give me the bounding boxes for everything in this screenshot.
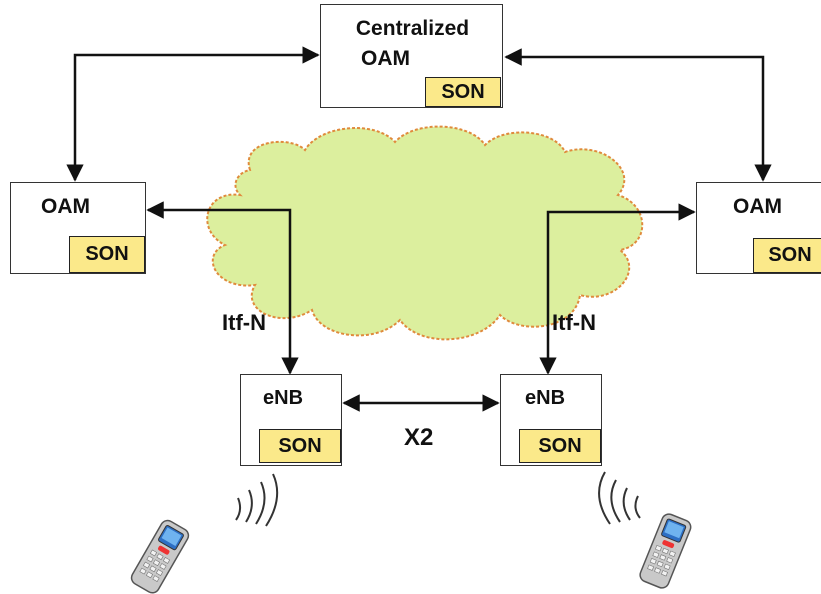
link-itf-n-left — [146, 201, 299, 375]
enb-left-label: eNB — [263, 387, 304, 409]
oam-left-box: OAM SON — [10, 182, 146, 274]
itf-n-left-label: Itf-N — [222, 310, 266, 335]
radio-waves-icon — [235, 473, 279, 527]
oam-right-box: OAM SON — [696, 182, 821, 274]
link-itf-n-right — [539, 203, 696, 375]
oam-right-label: OAM — [733, 195, 782, 218]
centralized-oam-label-line1: Centralized — [355, 17, 470, 40]
centralized-oam-box: Centralized OAM SON — [320, 4, 503, 108]
radio-waves-icon — [598, 471, 641, 525]
mobile-phone-icon — [639, 513, 692, 589]
enb-left-box: eNB SON — [240, 374, 342, 466]
mobile-phone-icon — [130, 519, 190, 594]
cloud-icon — [206, 125, 644, 341]
x2-label: X2 — [404, 424, 434, 451]
itf-n-right-label: Itf-N — [552, 310, 596, 335]
centralized-oam-label-line2: OAM — [361, 47, 410, 70]
son-badge: SON — [69, 236, 145, 273]
link-central-to-oam-right — [504, 48, 772, 182]
son-badge: SON — [753, 238, 821, 273]
oam-left-label: OAM — [41, 195, 90, 218]
enb-right-box: eNB SON — [500, 374, 602, 466]
son-badge: SON — [519, 429, 601, 463]
son-badge: SON — [425, 77, 501, 107]
enb-right-label: eNB — [525, 387, 566, 409]
link-central-to-oam-left — [66, 46, 320, 182]
son-badge: SON — [259, 429, 341, 463]
